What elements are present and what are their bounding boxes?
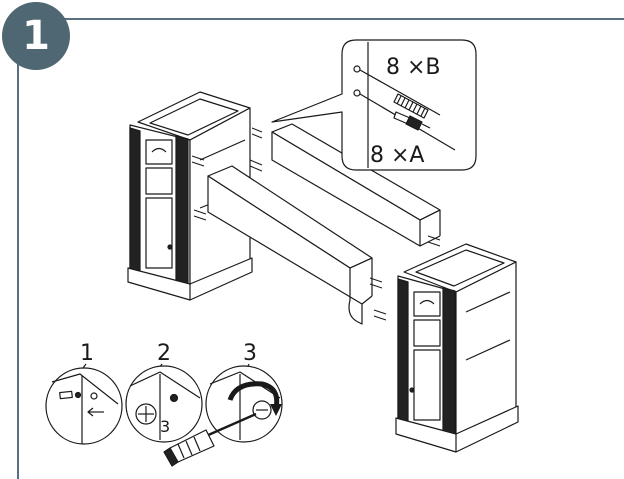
arrow-icon [227,381,282,416]
detail-circle-3 [205,365,283,443]
detail-circle-1 [45,367,123,445]
left-dowels [191,127,263,221]
step-number-badge: 1 [2,2,70,70]
callout-part-b: 8 ×B [386,55,441,80]
detail-step-2-number: 2 [157,341,171,366]
front-apron-panel [207,165,373,325]
detail-steps: 1 2 3 [45,341,283,467]
callout-part-a: 8 ×A [370,143,424,168]
arrow-icon [87,407,104,417]
dowel-icon [393,93,429,119]
dowel-callout: 8 ×B 8 ×A [271,39,477,171]
cam-bolt-icon [393,111,431,131]
back-panel [271,123,441,247]
step-number: 1 [22,13,50,59]
cam-lock-icon [135,403,157,425]
detail-circle-2: 3 [125,365,203,443]
detail-step-1-number: 1 [80,341,94,366]
cam-lock-icon [252,400,272,420]
screwdriver-icon [163,412,257,467]
right-dowels [369,235,441,321]
dowel-icon [59,390,73,400]
detail-step-3-number: 3 [243,341,257,366]
detail-step-2-sub-label: 3 [160,417,170,436]
right-cabinet [395,243,519,453]
header-rule [60,18,624,20]
left-rule [17,60,19,479]
